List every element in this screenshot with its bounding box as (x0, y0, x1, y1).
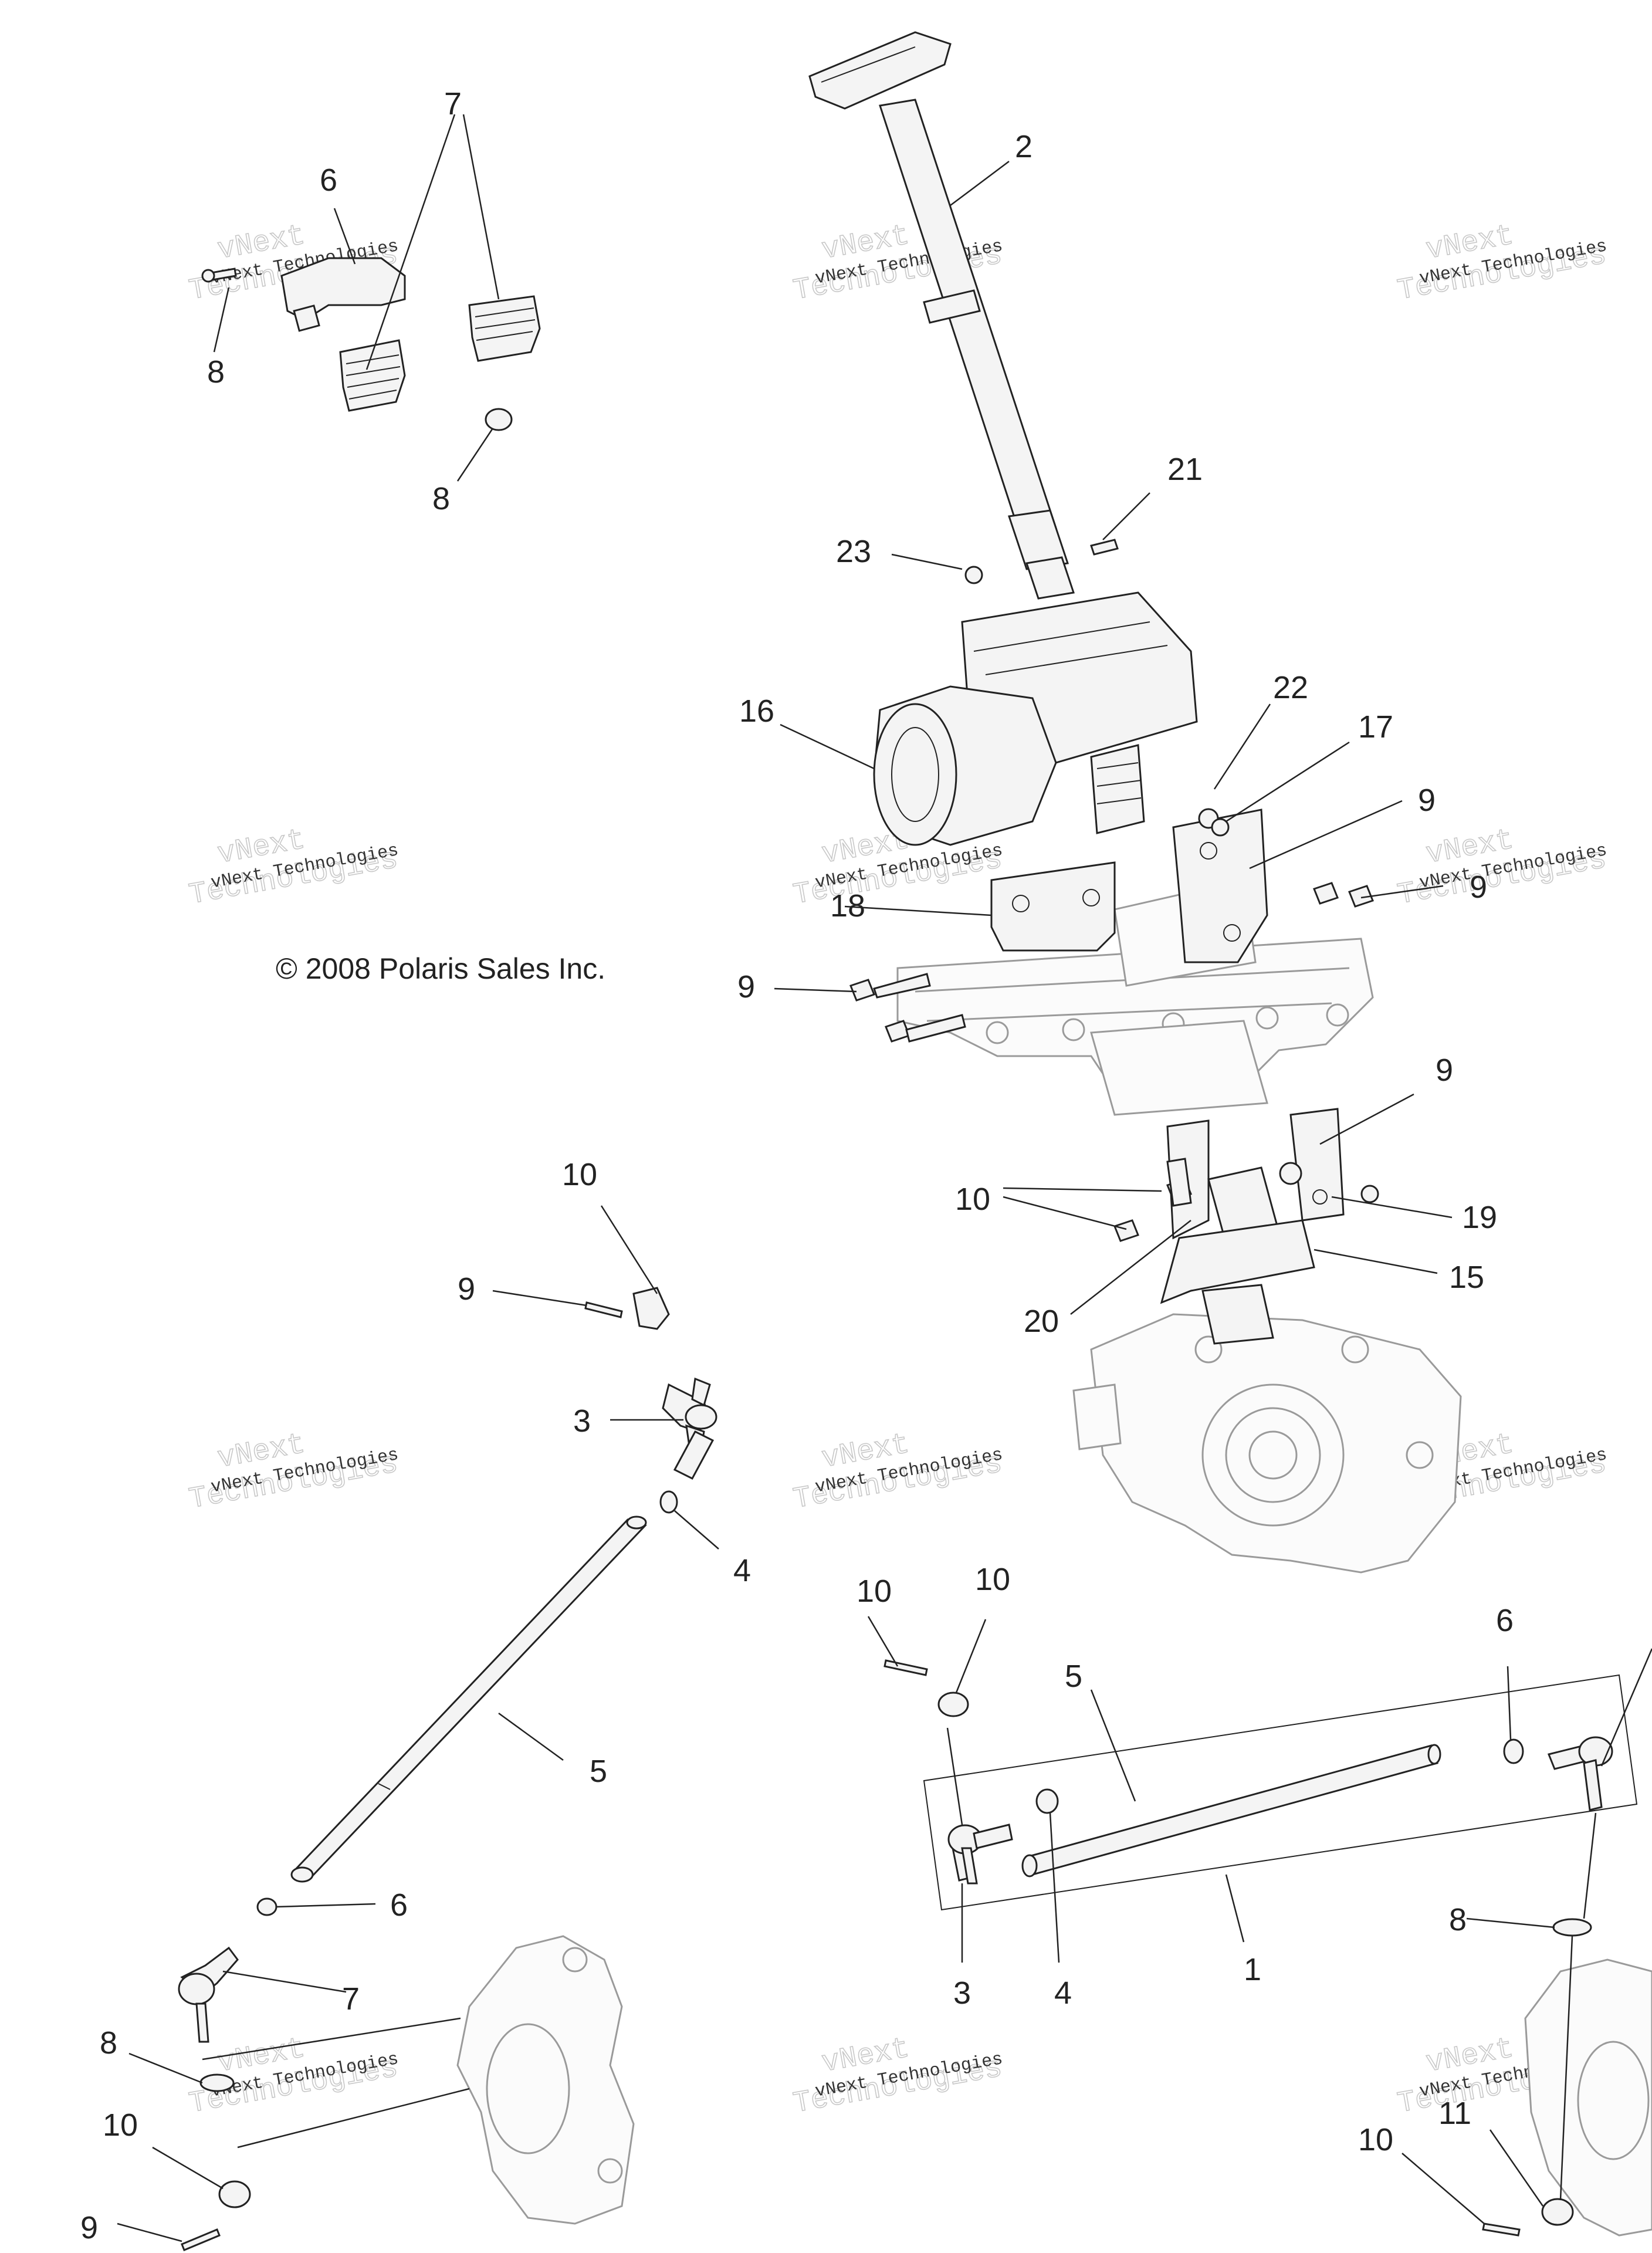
callout-21: 20 (1024, 1304, 1059, 1339)
front-gearcase (1072, 1313, 1462, 1574)
steering-shaft-coupler (1160, 1166, 1315, 1345)
left-steering-knuckle (456, 1935, 635, 2225)
callout-14: 8 (432, 481, 450, 516)
callout-18: 17 (1358, 709, 1393, 745)
callout-12: 7 (444, 86, 462, 121)
callout-20: 19 (1462, 1200, 1497, 1235)
callout-14: 9 (1418, 783, 1436, 818)
left-tie-rod (290, 1515, 647, 1883)
callout-13: 8 (207, 354, 225, 390)
leader-lines (117, 114, 1652, 2242)
watermark: vNext Technologies vNext Technologies (790, 1427, 1005, 1517)
watermark: vNext Technologies vNext Technologies (1394, 219, 1609, 309)
right-tie-rod (1021, 1744, 1441, 1877)
inset-bushing-clamp (201, 257, 541, 431)
right-steering-knuckle (1524, 1958, 1652, 2237)
callout-14: 9 (1436, 1053, 1453, 1088)
watermarks: vNext Technologies vNext Technologies vN… (186, 219, 1609, 2122)
frame-crossmember (896, 879, 1374, 1116)
callout-labels: 7 6 8 8 2 21 23 16 22 17 9 18 9 9 9 10 1… (207, 86, 1497, 1339)
tie-rod-end-center (947, 1824, 1013, 1885)
watermark: vNext Technologies vNext Technologies (790, 2032, 1005, 2122)
callout-15: 9 (737, 969, 755, 1004)
callout-15: 10 (955, 1182, 990, 1217)
eps-motor-unit (873, 591, 1198, 846)
upper-mount-bracket-left (990, 861, 1116, 952)
watermark: vNext Technologies vNext Technologies (1394, 823, 1609, 913)
upper-mount-bracket-right (1172, 808, 1268, 963)
tie-rod-end-lower-left (178, 1946, 251, 2208)
callout-22: 21 (1167, 452, 1203, 487)
tie-rod-end-right (1547, 1736, 1613, 1811)
callout-24: 23 (836, 534, 871, 569)
callout-10: 10 (562, 1157, 597, 1192)
callout-15: 9 (1470, 870, 1487, 905)
callout-11: 6 (320, 163, 337, 198)
watermark: vNext Technologies vNext Technologies (186, 823, 401, 913)
right-tie-rod-assembly-box (923, 1674, 1638, 1911)
watermark: vNext Technologies vNext Technologies (186, 1427, 401, 1517)
callout-23: 22 (1273, 670, 1308, 705)
fasteners (849, 539, 1379, 1242)
callout-17: 16 (739, 694, 774, 729)
small-hardware (181, 1287, 1592, 2251)
steering-column (808, 31, 1075, 600)
callout-16: 15 (1449, 1260, 1484, 1295)
tie-rod-end-upper-left (662, 1377, 717, 1480)
copyright-notice: © 2008 Polaris Sales Inc. (276, 952, 605, 985)
callout-2: 2 (1015, 129, 1032, 164)
callout-19: 18 (830, 888, 865, 923)
